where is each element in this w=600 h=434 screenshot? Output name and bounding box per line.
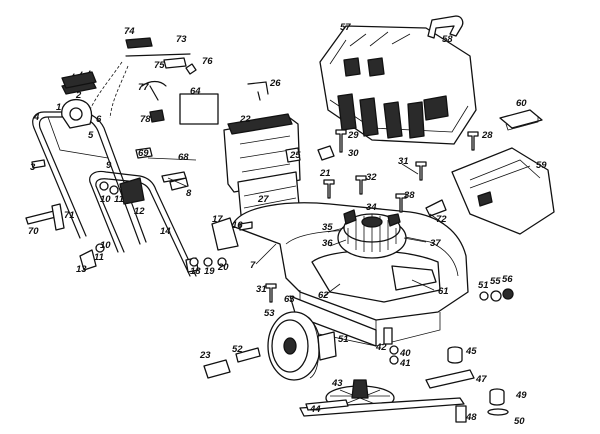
callout-51: 51: [478, 280, 489, 291]
callout-69: 69: [138, 148, 149, 159]
callout-14: 14: [160, 226, 171, 237]
callout-3: 3: [30, 162, 36, 173]
callout-18: 18: [190, 266, 201, 277]
callout-7: 7: [250, 260, 256, 271]
deck-fasteners: [161, 129, 514, 303]
callout-56: 56: [502, 274, 513, 285]
callout-61: 61: [438, 286, 449, 297]
callout-22: 22: [239, 114, 251, 125]
callout-23: 23: [199, 350, 211, 361]
callout-38: 38: [404, 190, 415, 201]
callout-20: 20: [217, 262, 229, 273]
callout-72: 72: [436, 214, 447, 225]
grass-catcher-box: [319, 15, 477, 145]
callout-43: 43: [331, 378, 343, 389]
part-callouts: 74 73 75 76 77 78 2 1 4 6 5 3 9 69 68 8 …: [28, 22, 547, 427]
callout-11: 11: [114, 194, 124, 205]
small-parts-top-left: [61, 37, 197, 123]
callout-78: 78: [140, 114, 151, 125]
callout-53: 53: [264, 308, 275, 319]
callout-75: 75: [154, 60, 165, 71]
callout-9: 9: [106, 160, 112, 171]
callout-63: 63: [284, 294, 295, 305]
callout-36: 36: [322, 238, 333, 249]
callout-45: 45: [465, 346, 477, 357]
callout-1: 1: [56, 102, 61, 113]
callout-11b: 11: [94, 252, 104, 263]
callout-17: 17: [212, 214, 223, 225]
callout-25: 25: [289, 150, 301, 161]
callout-27: 27: [257, 194, 269, 205]
callout-31: 31: [398, 156, 409, 167]
callout-57: 57: [340, 22, 351, 33]
callout-71: 71: [64, 210, 75, 221]
callout-28: 28: [481, 130, 493, 141]
handle-assembly: [32, 61, 197, 277]
callout-73: 73: [176, 34, 187, 45]
callout-29: 29: [347, 130, 359, 141]
callout-76: 76: [202, 56, 213, 67]
callout-59: 59: [536, 160, 547, 171]
lower-hardware: [383, 327, 463, 365]
blade-assembly: [299, 369, 509, 423]
callout-10b: 10: [100, 240, 111, 251]
motor-cover: [451, 109, 555, 235]
callout-32: 32: [366, 172, 377, 183]
callout-55: 55: [490, 276, 501, 287]
callout-19: 19: [204, 266, 215, 277]
callout-13: 13: [76, 264, 87, 275]
mower-deck-housing: [231, 202, 469, 347]
callout-31b: 31: [256, 284, 267, 295]
callout-58: 58: [442, 34, 453, 45]
callout-4: 4: [33, 112, 40, 123]
callout-77: 77: [138, 82, 149, 93]
callout-44: 44: [309, 404, 321, 415]
callout-35: 35: [322, 222, 333, 233]
callout-62: 62: [318, 290, 329, 301]
callout-42: 42: [375, 342, 387, 353]
callout-50: 50: [514, 416, 525, 427]
callout-51b: 51: [338, 334, 349, 345]
callout-16: 16: [232, 220, 243, 231]
callout-8: 8: [186, 188, 192, 199]
callout-37: 37: [430, 238, 441, 249]
callout-26: 26: [269, 78, 281, 89]
callout-70: 70: [28, 226, 39, 237]
callout-40: 40: [399, 348, 411, 359]
callout-64: 64: [190, 86, 201, 97]
callout-6: 6: [96, 114, 102, 125]
handle-fasteners: [25, 147, 227, 273]
leader-lines: [147, 157, 445, 297]
callout-49: 49: [515, 390, 527, 401]
callout-10: 10: [100, 194, 111, 205]
callout-30: 30: [348, 148, 359, 159]
callout-41: 41: [399, 358, 411, 369]
wheel: [203, 311, 337, 381]
callout-12: 12: [134, 206, 145, 217]
callout-74: 74: [124, 26, 135, 37]
callout-47: 47: [475, 374, 487, 385]
callout-48: 48: [465, 412, 477, 423]
callout-21: 21: [319, 168, 331, 179]
callout-52: 52: [232, 344, 243, 355]
callout-68: 68: [178, 152, 189, 163]
callout-34: 34: [366, 202, 377, 213]
callout-5: 5: [88, 130, 94, 141]
callout-2: 2: [75, 90, 82, 101]
callout-60: 60: [516, 98, 527, 109]
